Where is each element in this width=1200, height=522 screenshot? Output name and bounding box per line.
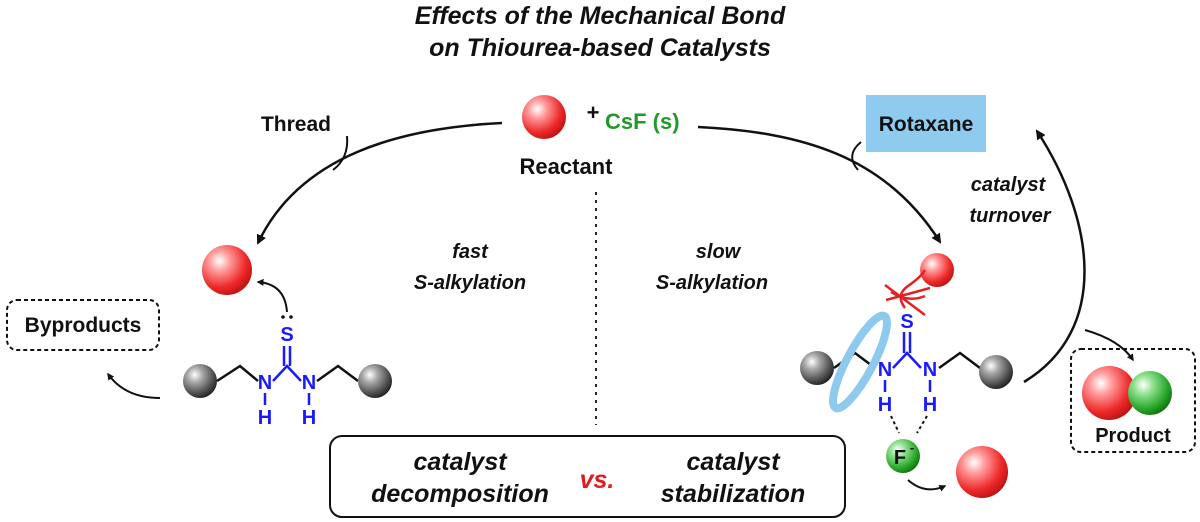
blocked-approach-icon (884, 269, 931, 316)
reactant-sphere-left (202, 245, 252, 295)
byproducts-arrow (107, 372, 161, 399)
thiourea-right: S N N H H (800, 311, 1013, 434)
fluoride-arrow (907, 479, 947, 492)
fluoride-sphere (886, 439, 920, 473)
thread-label: Thread (261, 113, 331, 136)
rotaxane-box (866, 95, 986, 152)
gray-sphere (183, 364, 217, 398)
thread-hook (332, 135, 349, 171)
nitrogen-atom: N (923, 359, 937, 381)
sulfur-atom: S (280, 324, 293, 346)
thiourea-bonds (892, 351, 922, 369)
turnover-label-2: turnover (969, 205, 1051, 227)
lone-pair-dot (281, 315, 285, 319)
thiourea-left: S N N H H (183, 324, 392, 429)
arc-arrow-right (697, 125, 942, 244)
stabilization-line-1: catalyst (686, 448, 781, 476)
turnover-arrow (1023, 129, 1086, 384)
sulfur-atom: S (900, 311, 913, 333)
csf-label: CsF (s) (605, 109, 680, 134)
product-red-sphere (1082, 366, 1136, 420)
hydrogen-bond (890, 415, 900, 434)
nitrogen-atom: N (302, 372, 316, 394)
product-box (1070, 348, 1196, 453)
product-green-sphere (1128, 371, 1172, 415)
comparison-box (329, 435, 846, 518)
gray-sphere (800, 351, 834, 385)
gray-sphere (358, 364, 392, 398)
nitrogen-atom: N (878, 359, 892, 381)
macrocycle-ring (829, 311, 891, 413)
decomposition-line-1: catalyst (413, 448, 508, 476)
hydrogen-atom: H (878, 394, 892, 416)
turnover-label: catalyst (971, 174, 1047, 196)
slow-alkylation-label: S-alkylation (656, 272, 768, 294)
thiourea-bonds (272, 364, 302, 382)
hydrogen-bond (916, 415, 928, 434)
rotaxane-hook (851, 141, 862, 171)
product-label: Product (1095, 425, 1171, 447)
attack-arrow (256, 278, 288, 313)
byproducts-box (6, 299, 160, 351)
reactant-label: Reactant (520, 154, 614, 179)
decomposition-line-2: decomposition (371, 480, 549, 508)
rotaxane-label: Rotaxane (879, 113, 974, 136)
arc-arrow-left (256, 121, 503, 245)
stabilization-line-2: stabilization (661, 480, 805, 508)
title-line-2: on Thiourea-based Catalysts (429, 34, 771, 62)
fluoride-label: F (894, 447, 906, 469)
slow-label: slow (696, 241, 742, 263)
reactant-sphere-top (522, 95, 566, 139)
fluoride-charge: - (910, 440, 914, 455)
reactant-sphere-right (920, 253, 954, 287)
lone-pair-dot (289, 315, 293, 319)
bond-line (938, 351, 981, 370)
plus-sign: + (587, 100, 600, 125)
fast-label: fast (452, 241, 489, 263)
hydrogen-atom: H (302, 407, 316, 429)
title-line-1: Effects of the Mechanical Bond (415, 2, 786, 30)
fast-alkylation-label: S-alkylation (414, 272, 526, 294)
gray-sphere (979, 355, 1013, 389)
product-arrow (1084, 329, 1134, 362)
reactant-sphere-released (956, 446, 1008, 498)
vs-label: vs. (580, 466, 615, 494)
nitrogen-atom: N (258, 372, 272, 394)
bond-line (316, 364, 359, 383)
hydrogen-atom: H (923, 394, 937, 416)
bond-line (216, 364, 259, 383)
byproducts-label: Byproducts (25, 314, 142, 337)
hydrogen-atom: H (258, 407, 272, 429)
